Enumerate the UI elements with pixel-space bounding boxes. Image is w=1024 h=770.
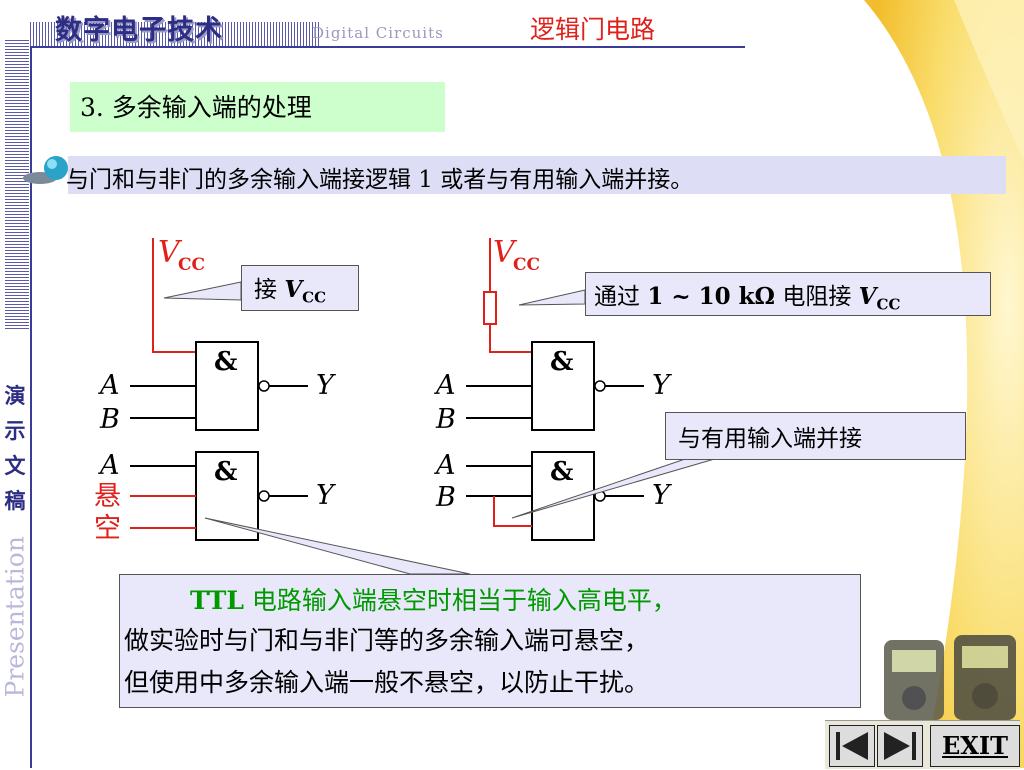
- gate1-input-b: B: [99, 404, 120, 435]
- callout2-mid: 电阻接: [775, 284, 859, 310]
- gate4-input-b: B: [435, 482, 456, 513]
- gate4-input-a: A: [433, 450, 456, 481]
- callout2-pointer: [518, 289, 586, 306]
- callout2-prefix: 通过: [594, 284, 648, 310]
- prev-icon: [836, 732, 868, 760]
- callout3-text: 与有用输入端并接: [678, 426, 862, 452]
- note-pointer: [204, 517, 471, 575]
- vcc-label-left-sub: CC: [178, 255, 205, 275]
- section-heading: 3. 多余输入端的处理: [80, 93, 312, 122]
- note-line-3: 但使用中多余输入端一般不悬空，以防止干扰。: [124, 668, 650, 697]
- exit-button[interactable]: EXIT: [930, 725, 1020, 767]
- bullet-bar: [68, 156, 1006, 194]
- course-title: 数字电子技术: [55, 15, 223, 46]
- exit-label: EXIT: [942, 731, 1008, 760]
- vcc-label-right-v: V: [493, 235, 518, 270]
- callout-resistor: 通过 1 ~ 10 kΩ 电阻接 VCC: [585, 272, 991, 316]
- parallel-wire: [493, 496, 532, 527]
- gate1-input-a: A: [97, 370, 120, 401]
- callout1-sub: CC: [302, 288, 327, 307]
- note-line-2: 做实验时与门和与非门等的多余输入端可悬空，: [124, 626, 650, 655]
- note-box: TTL 电路输入端悬空时相当于输入高电平， 做实验时与门和与非门等的多余输入端可…: [119, 574, 861, 708]
- chapter-title: 逻辑门电路: [530, 15, 656, 44]
- sidebar-demo-label: 演示文稿: [4, 383, 26, 513]
- callout2-value: 1 ~ 10 kΩ: [647, 283, 776, 310]
- note-ttl: TTL: [190, 586, 244, 615]
- callout-connect-vcc: 接 VCC: [241, 265, 359, 311]
- sidebar-divider: [30, 48, 32, 768]
- gate2-symbol: &: [214, 457, 237, 487]
- course-subtitle: Digital Circuits: [312, 24, 444, 42]
- floating-label-2: 空: [94, 513, 121, 544]
- vcc-label-left-v: V: [158, 235, 183, 270]
- prev-button[interactable]: [829, 725, 875, 767]
- next-button[interactable]: [877, 725, 923, 767]
- gate3-input-a: A: [433, 370, 456, 401]
- gate2-box: [195, 451, 259, 541]
- gate1-box: [195, 341, 259, 431]
- next-icon: [884, 732, 916, 760]
- multimeter-image: [884, 635, 1016, 720]
- callout1-v: V: [284, 276, 303, 303]
- vcc-wire-gate1: [152, 238, 196, 353]
- bullet-icon: [23, 156, 68, 184]
- floating-label-1: 悬: [94, 481, 121, 512]
- callout1-pointer: [163, 281, 242, 301]
- callout1-prefix: 接: [254, 277, 285, 303]
- gate3-input-b: B: [435, 404, 456, 435]
- gate2-input-a: A: [97, 450, 120, 481]
- gate4-symbol: &: [550, 457, 573, 487]
- vcc-label-right-sub: CC: [513, 255, 540, 275]
- sidebar-stripes: [5, 40, 29, 330]
- callout-parallel: 与有用输入端并接: [665, 412, 966, 460]
- note-line-1: TTL 电路输入端悬空时相当于输入高电平，: [190, 581, 677, 617]
- gate2-output-y: Y: [316, 480, 336, 511]
- callout2-v: V: [858, 283, 877, 310]
- bullet-text: 与门和与非门的多余输入端接逻辑 1 或者与有用输入端并接。: [66, 167, 694, 193]
- gate1-symbol: &: [214, 347, 237, 377]
- gate4-output-y: Y: [652, 480, 672, 511]
- resistor: [483, 291, 497, 325]
- gate3-output-y: Y: [652, 370, 672, 401]
- note-line1-rest: 电路输入端悬空时相当于输入高电平，: [243, 586, 677, 615]
- callout2-sub: CC: [876, 295, 901, 314]
- gate3-symbol: &: [550, 347, 573, 377]
- header-stripes: [30, 22, 320, 46]
- vcc-wire-gate3-bottom: [489, 324, 532, 353]
- gate1-output-y: Y: [316, 370, 336, 401]
- heading-box: [70, 82, 445, 132]
- header-divider: [30, 46, 745, 48]
